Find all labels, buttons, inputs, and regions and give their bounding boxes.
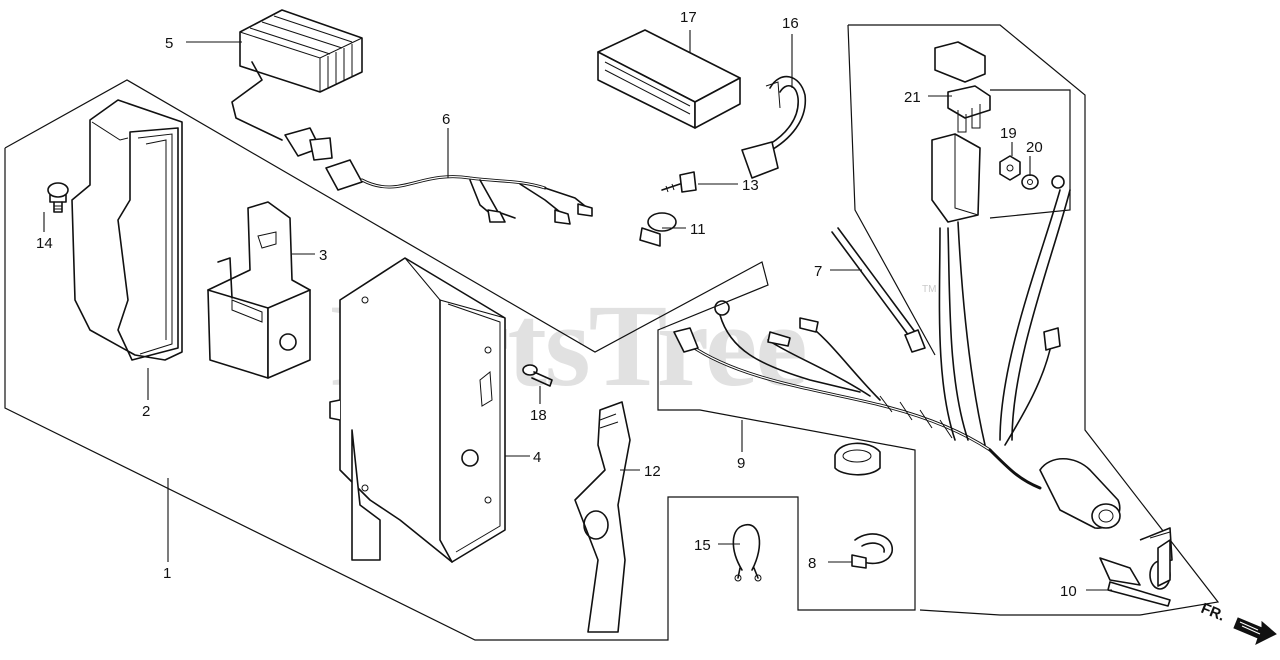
part-2-cover [71,99,183,361]
part-4-control-box [329,257,506,563]
part-9-main-harness [673,175,1071,452]
part-13-bolt [661,171,697,193]
callout-labels: 5 6 17 16 13 11 7 21 19 20 3 14 2 1 4 18… [36,9,1077,600]
callout-3: 3 [319,247,327,264]
callout-10: 10 [1060,583,1077,600]
callout-5: 5 [165,35,173,52]
part-18-screw [522,364,553,387]
grommet [834,442,881,476]
callout-6: 6 [442,111,450,128]
callout-1: 1 [163,565,171,582]
callout-17: 17 [680,9,697,26]
callout-8: 8 [808,555,816,572]
part-20-washer [1021,174,1039,190]
callout-9: 9 [737,455,745,472]
part-16-strap [741,75,807,179]
callout-14: 14 [36,235,53,252]
part-6-harness [325,159,593,225]
part-5-regulator [231,9,363,161]
callout-12: 12 [644,463,661,480]
part-3-bracket [207,201,311,379]
assembly-boundary-right [847,24,1220,616]
callout-2: 2 [142,403,150,420]
callout-21: 21 [904,89,921,106]
callout-16: 16 [782,15,799,32]
callout-4: 4 [533,449,541,466]
part-19-nut [999,155,1021,181]
direction-label: FR. [1199,600,1228,625]
callout-15: 15 [694,537,711,554]
part-11-clamp [639,212,677,247]
part-21-fuse-holder [931,41,991,223]
part-12-plate [574,401,631,633]
part-15-clip [732,524,762,582]
callout-20: 20 [1026,139,1043,156]
watermark-trademark: TM [922,284,936,295]
part-17-pad [597,29,741,129]
part-8-clip [851,533,893,569]
leader-lines [43,30,1112,591]
callout-11: 11 [690,221,706,238]
part-14-screw [47,182,69,213]
part-10-switch [988,448,1173,607]
callout-7: 7 [814,263,822,280]
callout-13: 13 [742,177,759,194]
front-direction-arrow: FR. [1199,600,1277,645]
callout-19: 19 [1000,125,1017,142]
assembly-boundary-left [4,79,916,641]
callout-18: 18 [530,407,547,424]
part-7-cable [831,227,926,353]
